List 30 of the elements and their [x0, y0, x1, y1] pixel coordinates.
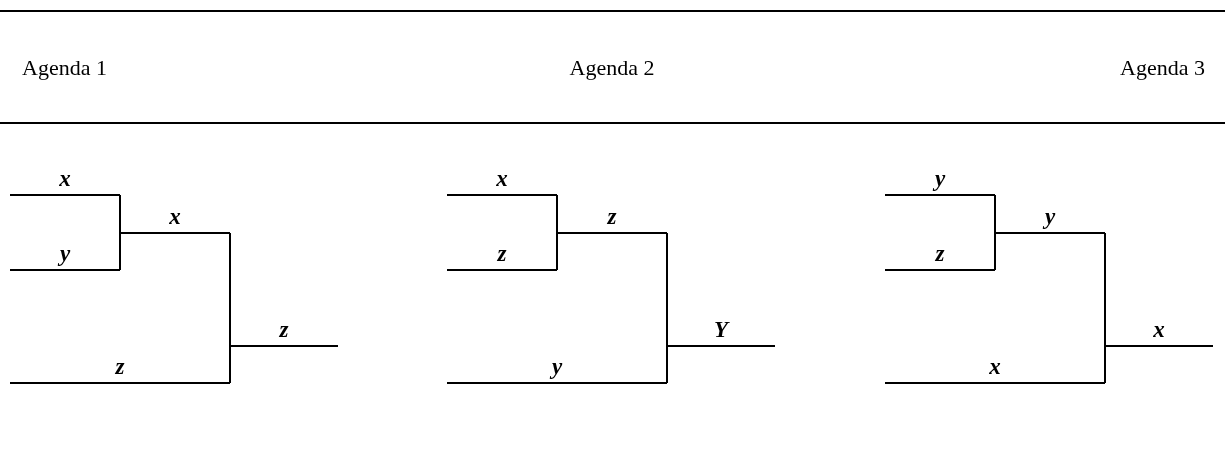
option-label: z	[447, 239, 557, 271]
option-label: x	[447, 164, 557, 196]
bracket-line	[666, 345, 668, 384]
agenda-heading: Agenda 1	[22, 54, 107, 82]
bracket-line	[556, 232, 558, 271]
option-label: x	[10, 164, 120, 196]
option-label: x	[885, 352, 1105, 384]
option-label: x	[1105, 315, 1213, 347]
bracket-line	[119, 194, 121, 234]
bracket-line	[1104, 232, 1106, 347]
bracket-line	[229, 345, 231, 384]
bracket-line	[1104, 345, 1106, 384]
option-label: z	[557, 202, 667, 234]
option-label: z	[885, 239, 995, 271]
option-label: y	[447, 352, 667, 384]
bracket-line	[994, 232, 996, 271]
bracket-line	[119, 232, 121, 271]
bracket-line	[229, 232, 231, 347]
agenda-heading: Agenda 3	[1120, 54, 1205, 82]
option-label: z	[10, 352, 230, 384]
option-label: Y	[667, 315, 775, 347]
option-label: z	[230, 315, 338, 347]
bracket-line	[666, 232, 668, 347]
option-label: x	[120, 202, 230, 234]
option-label: y	[885, 164, 995, 196]
bracket-line	[994, 194, 996, 234]
option-label: y	[10, 239, 120, 271]
option-label: y	[995, 202, 1105, 234]
agenda-heading: Agenda 2	[569, 54, 655, 82]
bracket-line	[556, 194, 558, 234]
